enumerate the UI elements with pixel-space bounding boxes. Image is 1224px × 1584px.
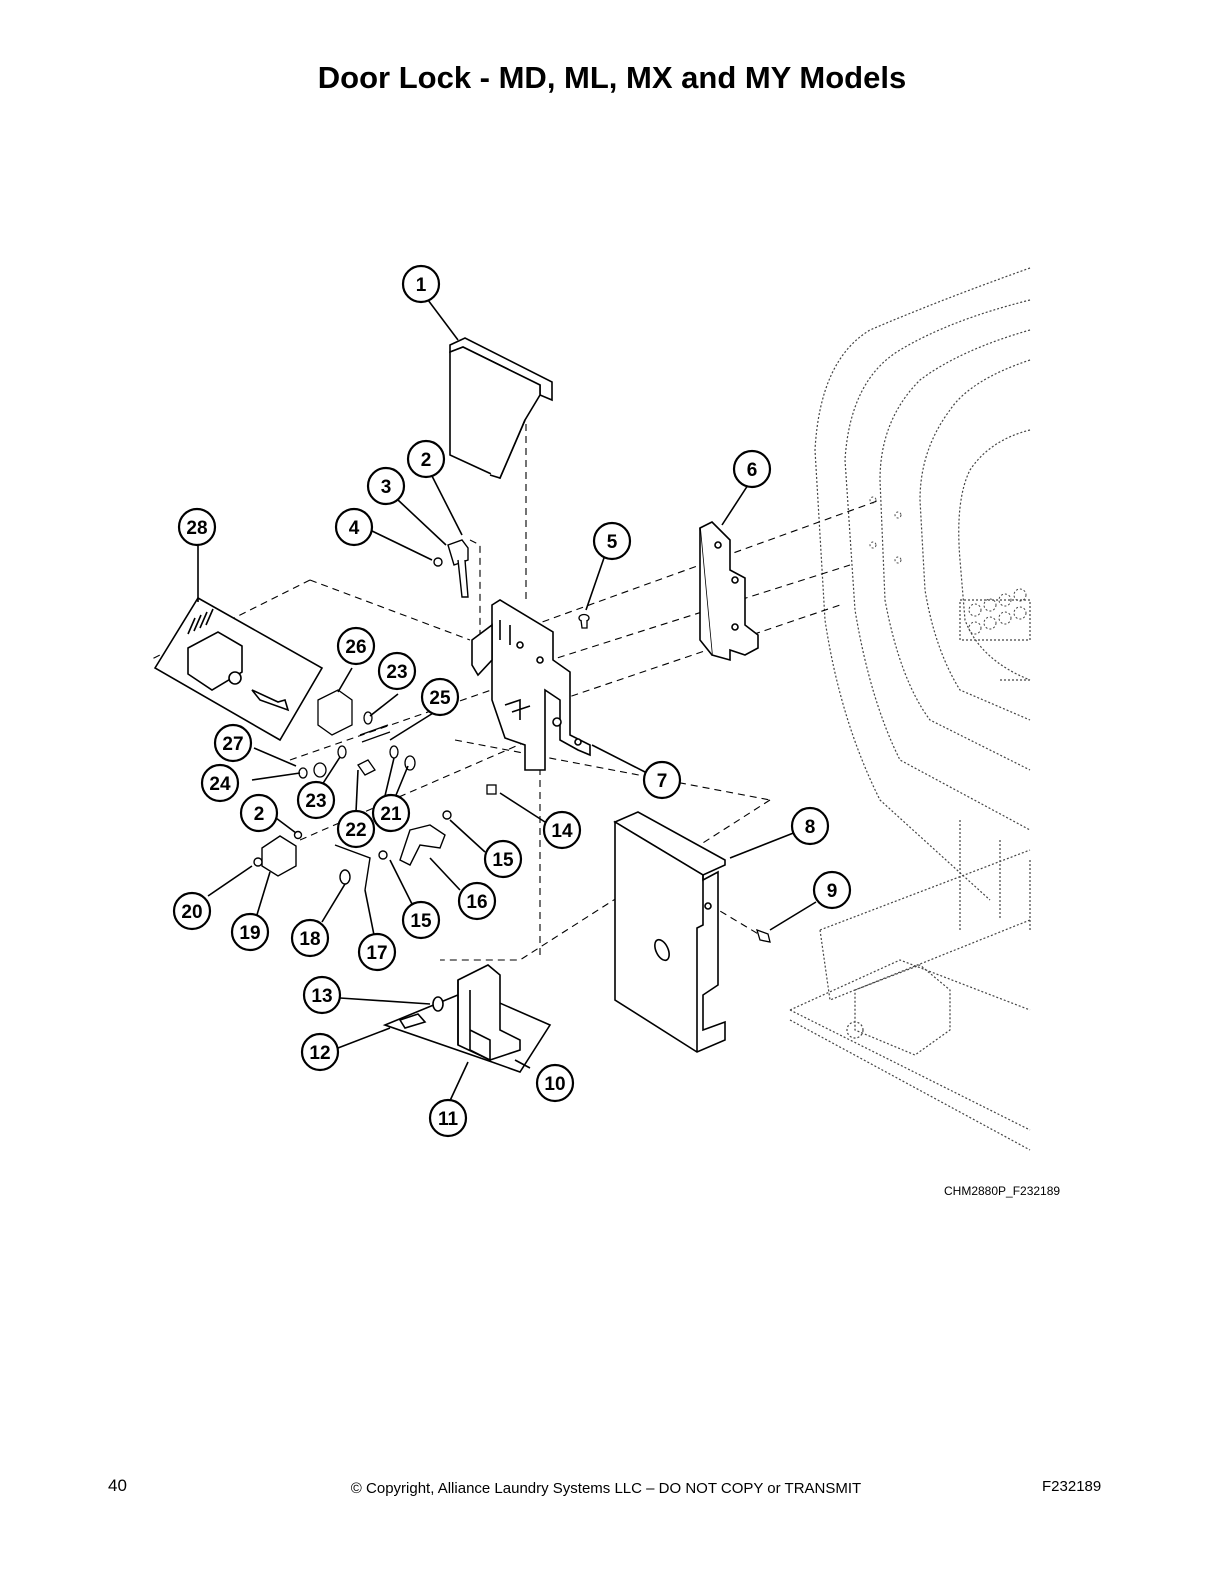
svg-text:23: 23 <box>305 791 326 812</box>
callout-17: 17 <box>357 932 397 972</box>
part-lever-switch <box>433 539 469 598</box>
svg-text:11: 11 <box>438 1109 459 1130</box>
part-actuator-block <box>253 830 303 877</box>
callout-25: 25 <box>420 677 460 717</box>
svg-text:22: 22 <box>345 820 366 841</box>
callout-20: 20 <box>172 891 212 931</box>
page-title: Door Lock - MD, ML, MX and MY Models <box>317 60 907 95</box>
part-solenoid <box>153 596 324 742</box>
callout-15: 15 <box>483 839 523 879</box>
svg-text:20: 20 <box>181 902 202 923</box>
part-lever-assembly <box>334 810 452 891</box>
part-mounting-strip <box>699 521 759 662</box>
callout-13: 13 <box>302 975 342 1015</box>
callout-7: 7 <box>642 760 682 800</box>
part-mounting-plate <box>471 599 591 771</box>
svg-text:16: 16 <box>466 892 487 913</box>
svg-text:18: 18 <box>299 929 320 950</box>
leader-lines <box>197 299 817 1106</box>
svg-text:4: 4 <box>349 518 360 539</box>
callout-4: 4 <box>334 507 374 547</box>
callout-23-lower: 23 <box>296 780 336 820</box>
svg-text:17: 17 <box>366 943 387 964</box>
svg-text:15: 15 <box>492 850 514 871</box>
svg-text:9: 9 <box>827 881 838 902</box>
svg-text:19: 19 <box>239 923 260 944</box>
svg-text:1: 1 <box>416 275 427 296</box>
svg-text:21: 21 <box>380 804 402 825</box>
callout-26: 26 <box>336 626 376 666</box>
part-door-lock-cover <box>613 811 726 1053</box>
callout-23: 23 <box>377 651 417 691</box>
svg-text:15: 15 <box>410 911 432 932</box>
part-screw-5 <box>578 613 590 629</box>
callout-11: 11 <box>428 1098 468 1138</box>
callout-1: 1 <box>401 264 441 304</box>
svg-text:10: 10 <box>544 1074 565 1095</box>
callout-6: 6 <box>732 449 772 489</box>
callout-16: 16 <box>457 881 497 921</box>
callout-14: 14 <box>542 810 582 850</box>
copyright-notice: © Copyright, Alliance Laundry Systems LL… <box>350 1480 862 1497</box>
callout-2: 2 <box>406 439 446 479</box>
callout-2-lower: 2 <box>239 793 279 833</box>
part-small-hardware <box>298 689 416 779</box>
figure-code: CHM2880P_F232189 <box>944 1184 1061 1198</box>
callout-8: 8 <box>790 806 830 846</box>
svg-text:28: 28 <box>186 518 207 539</box>
svg-text:25: 25 <box>429 688 451 709</box>
svg-text:3: 3 <box>381 477 392 498</box>
part-screw-9 <box>756 928 771 943</box>
callout-18: 18 <box>290 918 330 958</box>
callout-10: 10 <box>535 1063 575 1103</box>
machine-panel-buttons <box>869 496 1027 635</box>
callout-15-lower: 15 <box>401 900 441 940</box>
callout-3: 3 <box>366 466 406 506</box>
callout-28: 28 <box>177 507 217 547</box>
callout-5: 5 <box>592 521 632 561</box>
callout-22: 22 <box>336 809 376 849</box>
callout-21: 21 <box>371 793 411 833</box>
machine-housing-outline <box>789 267 1031 1151</box>
svg-text:24: 24 <box>209 774 231 795</box>
callout-9: 9 <box>812 870 852 910</box>
svg-text:7: 7 <box>657 771 668 792</box>
page-number: 40 <box>108 1476 127 1495</box>
svg-text:2: 2 <box>421 450 432 471</box>
svg-text:27: 27 <box>222 734 243 755</box>
svg-text:26: 26 <box>345 637 366 658</box>
svg-text:8: 8 <box>805 817 816 838</box>
svg-text:14: 14 <box>551 821 573 842</box>
callout-12: 12 <box>300 1032 340 1072</box>
svg-text:5: 5 <box>607 532 618 553</box>
callout-24: 24 <box>200 763 240 803</box>
svg-text:23: 23 <box>386 662 407 683</box>
part-cover-bracket <box>449 337 553 480</box>
part-clip-14 <box>486 784 497 795</box>
svg-text:13: 13 <box>311 986 332 1007</box>
part-latch-base <box>382 964 552 1073</box>
svg-text:6: 6 <box>747 460 758 481</box>
document-code: F232189 <box>1042 1478 1102 1495</box>
callout-19: 19 <box>230 912 270 952</box>
callout-27: 27 <box>213 723 253 763</box>
svg-text:2: 2 <box>254 804 265 825</box>
svg-text:12: 12 <box>309 1043 330 1064</box>
